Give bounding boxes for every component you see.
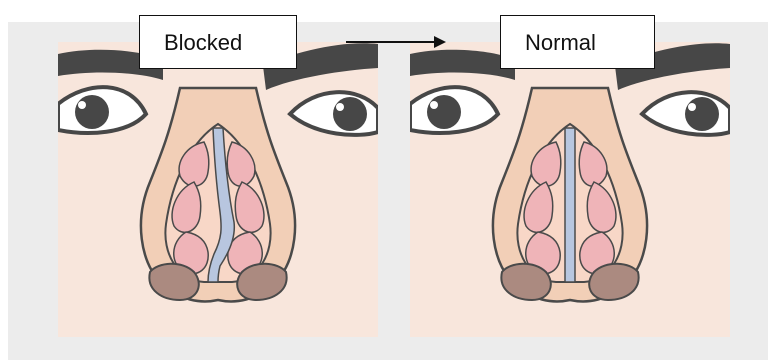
normal-label: Normal — [500, 15, 655, 69]
normal-nose-panel — [410, 42, 730, 337]
right-arrow-icon — [340, 30, 450, 50]
blocked-nose-panel — [58, 42, 378, 337]
blocked-label: Blocked — [139, 15, 297, 69]
blocked-nose-illustration — [58, 42, 378, 337]
normal-nose-illustration — [410, 42, 730, 337]
